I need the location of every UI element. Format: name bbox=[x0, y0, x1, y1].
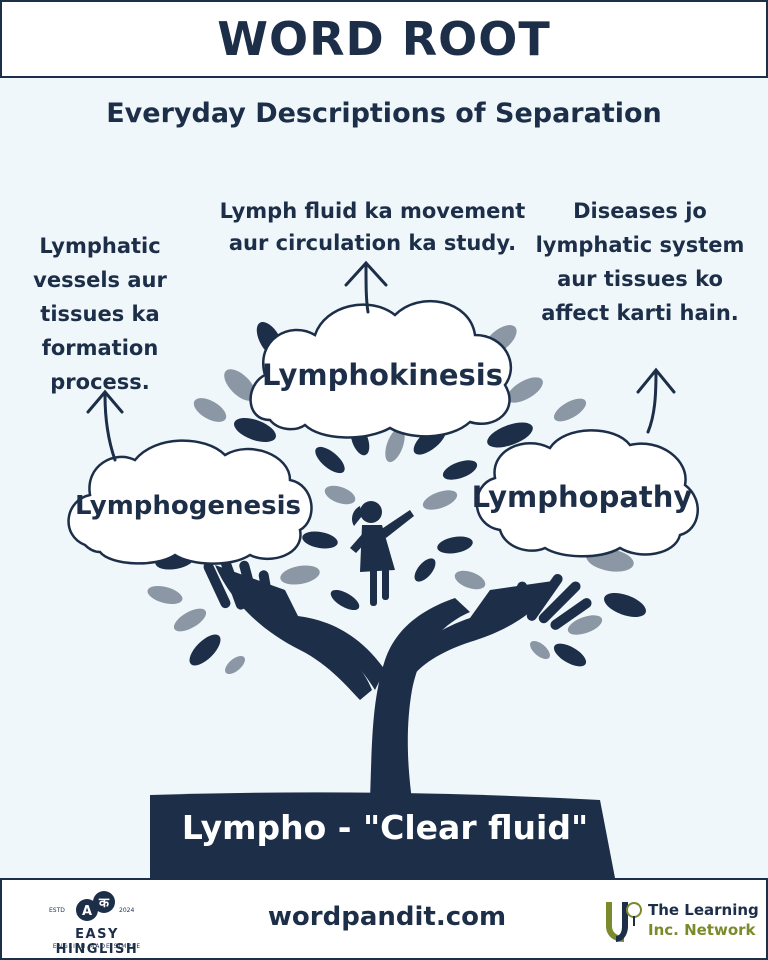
footer-bar: A क ESTD 2024 EASY HINGLISH ENGLISH MADE… bbox=[0, 878, 768, 960]
easy-hinglish-tagline: ENGLISH MADE SIMPLE bbox=[52, 943, 142, 950]
easy-hinglish-year: 2024 bbox=[119, 907, 135, 914]
cloud-label-lymphokinesis: Lymphokinesis bbox=[262, 358, 503, 392]
description-lymphopathy: Diseases jo lymphatic system aur tissues… bbox=[535, 199, 745, 325]
cloud-top bbox=[249, 300, 513, 439]
easy-hinglish-glyph-a: A bbox=[82, 904, 92, 919]
learning-network-logo bbox=[606, 902, 642, 942]
left-hand bbox=[203, 557, 372, 700]
cloud-right bbox=[475, 429, 699, 558]
cloud-left bbox=[67, 439, 313, 565]
right-hand bbox=[400, 573, 592, 680]
cloud-label-lymphogenesis: Lymphogenesis bbox=[74, 491, 302, 521]
easy-hinglish-logo: A क bbox=[76, 891, 115, 921]
header-bar: WORD ROOT bbox=[0, 0, 768, 78]
description-lymphogenesis: Lymphatic vessels aur tissues ka formati… bbox=[33, 234, 167, 394]
learning-network-line2: Inc. Network bbox=[648, 921, 756, 939]
leaves bbox=[147, 321, 646, 674]
tree-illustration bbox=[67, 260, 699, 878]
easy-hinglish-estd: ESTD bbox=[49, 907, 65, 914]
subtitle: Everyday Descriptions of Separation bbox=[106, 98, 662, 129]
child-figure bbox=[350, 501, 414, 606]
learning-network-line1: The Learning bbox=[648, 901, 759, 919]
cloud-label-lymphopathy: Lymphopathy bbox=[471, 480, 693, 514]
arrow-up-left bbox=[86, 389, 124, 462]
learning-network-name: The Learning Inc. Network bbox=[648, 900, 759, 940]
description-lymphokinesis: Lymph fluid ka movement aur circulation … bbox=[219, 199, 526, 255]
arrow-up-right bbox=[636, 367, 676, 434]
arrow-up-center bbox=[344, 260, 388, 314]
tree-trunk bbox=[370, 598, 470, 800]
easy-hinglish-name: EASY HINGLISH bbox=[55, 927, 139, 957]
root-meaning: Lympho - "Clear fluid" bbox=[181, 808, 589, 847]
root-ground bbox=[150, 792, 615, 878]
easy-hinglish-glyph-ka: क bbox=[98, 896, 110, 911]
website-link[interactable]: wordpandit.com bbox=[267, 902, 507, 932]
page-title: WORD ROOT bbox=[217, 12, 551, 66]
